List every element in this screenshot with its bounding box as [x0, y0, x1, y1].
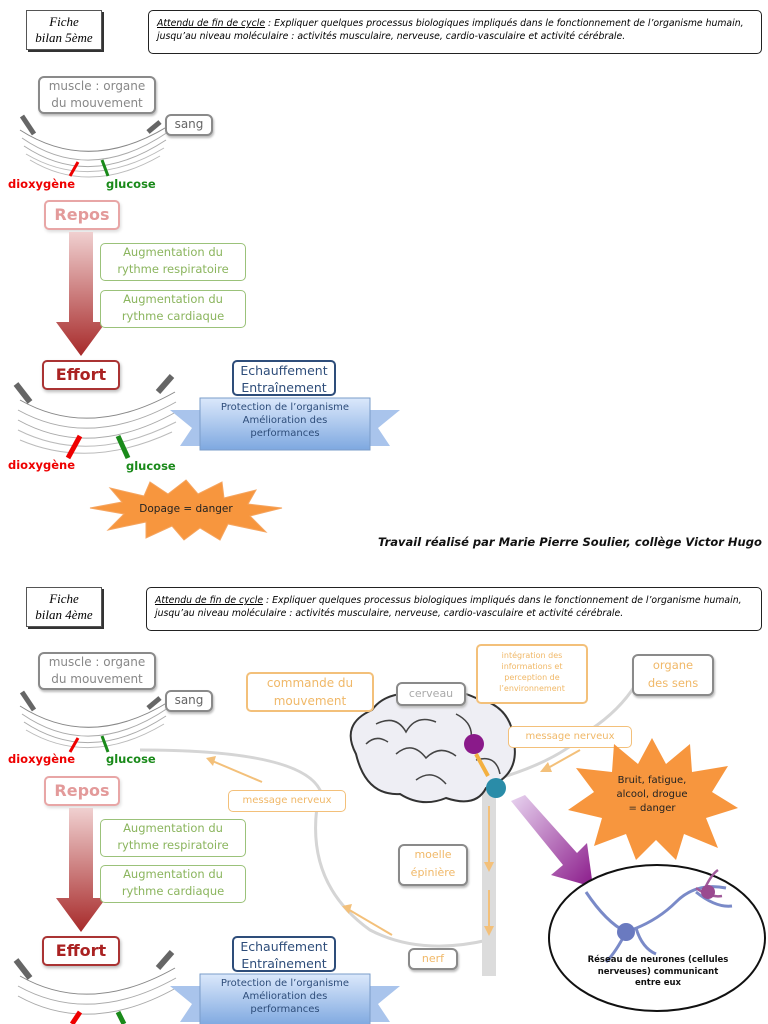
- aug-resp-box: Augmentation du rythme respiratoire: [100, 243, 246, 281]
- neuron-network: [548, 864, 766, 1012]
- down-arrow: [56, 232, 106, 356]
- ribbon-text: Protection de l’organisme Amélioration d…: [200, 401, 370, 440]
- moelle-2: épinière: [410, 866, 456, 879]
- ribbon2-line-2: Amélioration des: [242, 991, 328, 1002]
- ribbon-text-2: Protection de l’organisme Amélioration d…: [200, 977, 370, 1016]
- sang-label: sang: [165, 114, 213, 136]
- echauffement-1: Echauffement: [240, 363, 328, 378]
- muscle-label-box: muscle : organe du mouvement: [38, 76, 156, 114]
- fiche-line-2: bilan 5ème: [35, 30, 93, 45]
- commande-2: mouvement: [273, 694, 347, 708]
- dioxygene-label-3: dioxygène: [8, 752, 76, 766]
- brain-illustration: [349, 688, 516, 804]
- organe-sens-2: des sens: [647, 676, 699, 690]
- danger-3: = danger: [628, 803, 676, 814]
- ribbon-line-2: Amélioration des: [242, 415, 328, 426]
- glucose-label-3: glucose: [106, 752, 156, 766]
- moelle-box: moelle épinière: [398, 844, 468, 886]
- integration-box: intégration des informations et percepti…: [476, 644, 588, 704]
- attendu-box-2: Attendu de fin de cycle : Expliquer quel…: [146, 587, 762, 631]
- ribbon2-line-1: Protection de l’organisme: [220, 978, 350, 989]
- dioxygene-label-2: dioxygène: [8, 458, 76, 472]
- echauffement-2: Entraînement: [241, 380, 327, 395]
- aug-resp2-1: Augmentation du: [123, 821, 223, 835]
- ribbon-line-1: Protection de l’organisme: [220, 402, 350, 413]
- fiche2-line-1: Fiche: [49, 591, 79, 606]
- aug-card-box-2: Augmentation du rythme cardiaque: [100, 865, 246, 903]
- message-nerveux-right: message nerveux: [508, 726, 632, 748]
- danger-2: alcool, drogue: [616, 789, 688, 800]
- down-arrow-2: [56, 808, 106, 932]
- fiche-badge-2: Fiche bilan 4ème: [26, 587, 102, 627]
- neuron-arrow: [511, 795, 593, 887]
- credit-line: Travail réalisé par Marie Pierre Soulier…: [378, 535, 762, 549]
- cerveau-label: cerveau: [396, 682, 466, 706]
- repos-label: Repos: [44, 200, 120, 230]
- integration-2: informations et: [501, 662, 563, 671]
- integration-3: perception de: [504, 673, 560, 682]
- echauffement2-1: Echauffement: [240, 939, 328, 954]
- aug-resp-box-2: Augmentation du rythme respiratoire: [100, 819, 246, 857]
- attendu-box: Attendu de fin de cycle : Expliquer quel…: [148, 10, 762, 54]
- echauffement-box-2: Echauffement Entraînement: [232, 936, 336, 972]
- dopage-text: Dopage = danger: [139, 503, 233, 515]
- moelle-1: moelle: [414, 848, 452, 861]
- aug-card2-2: rythme cardiaque: [121, 884, 225, 898]
- fiche-badge: Fiche bilan 5ème: [26, 10, 102, 50]
- dopage-burst: [89, 479, 283, 541]
- fiche2-line-2: bilan 4ème: [35, 607, 93, 622]
- attendu-text: : Expliquer quelques processus biologiqu…: [157, 18, 744, 42]
- attendu2-text: : Expliquer quelques processus biologiqu…: [155, 595, 742, 619]
- muscle-effort-illustration-2: [13, 950, 177, 1024]
- muscle-label-1: muscle : organe: [48, 79, 146, 93]
- neurones-2: nerveuses) communicant: [597, 966, 719, 977]
- aug-resp-2: rythme respiratoire: [117, 262, 229, 276]
- muscle-effort-illustration: [13, 374, 177, 460]
- muscle-label-2: du mouvement: [51, 96, 143, 110]
- integration-1: intégration des: [501, 651, 563, 660]
- echauffement2-2: Entraînement: [241, 956, 327, 971]
- integration-4: l’environnement: [499, 684, 565, 693]
- muscle-illustration: [19, 114, 171, 178]
- neurones-3: entre eux: [634, 978, 682, 988]
- ribbon-banner: [170, 397, 400, 451]
- glucose-label: glucose: [106, 177, 156, 191]
- ribbon2-line-3: performances: [250, 1004, 320, 1015]
- aug-resp2-2: rythme respiratoire: [117, 838, 229, 852]
- muscle-label-box-2: muscle : organe du mouvement: [38, 652, 156, 690]
- effort-label: Effort: [42, 360, 120, 390]
- ribbon-banner-2: [170, 973, 400, 1024]
- nerve-path: [139, 683, 638, 976]
- repos-label-2: Repos: [44, 776, 120, 806]
- muscle2-label-2: du mouvement: [51, 672, 143, 686]
- glucose-label-2: glucose: [126, 459, 176, 473]
- organe-sens-1: organe: [652, 658, 694, 672]
- aug-card-box: Augmentation du rythme cardiaque: [100, 290, 246, 328]
- commande-1: commande du: [266, 676, 354, 690]
- attendu-label: Attendu de fin de cycle: [157, 18, 266, 29]
- aug-card2-1: Augmentation du: [123, 867, 223, 881]
- message-nerveux-left: message nerveux: [228, 790, 346, 812]
- sang-label-2: sang: [165, 690, 213, 712]
- danger-text: Bruit, fatigue, alcool, drogue = danger: [596, 774, 708, 816]
- effort-label-2: Effort: [42, 936, 120, 966]
- danger-1: Bruit, fatigue,: [617, 775, 687, 786]
- fiche-line-1: Fiche: [49, 14, 79, 29]
- aug-resp-1: Augmentation du: [123, 245, 223, 259]
- organe-sens-box: organe des sens: [632, 654, 714, 696]
- muscle2-label-1: muscle : organe: [48, 655, 146, 669]
- aug-card-2: rythme cardiaque: [121, 309, 225, 323]
- dioxygene-label: dioxygène: [8, 177, 76, 191]
- attendu2-label: Attendu de fin de cycle: [155, 595, 264, 606]
- muscle-illustration-2: [19, 690, 171, 753]
- neurones-caption: Réseau de neurones (cellules nerveuses) …: [570, 955, 746, 990]
- neurones-1: Réseau de neurones (cellules: [587, 955, 729, 965]
- echauffement-box: Echauffement Entraînement: [232, 360, 336, 396]
- nerf-label: nerf: [408, 948, 458, 970]
- ribbon-line-3: performances: [250, 428, 320, 439]
- danger-burst: [568, 738, 738, 860]
- commande-box: commande du mouvement: [246, 672, 374, 712]
- aug-card-1: Augmentation du: [123, 292, 223, 306]
